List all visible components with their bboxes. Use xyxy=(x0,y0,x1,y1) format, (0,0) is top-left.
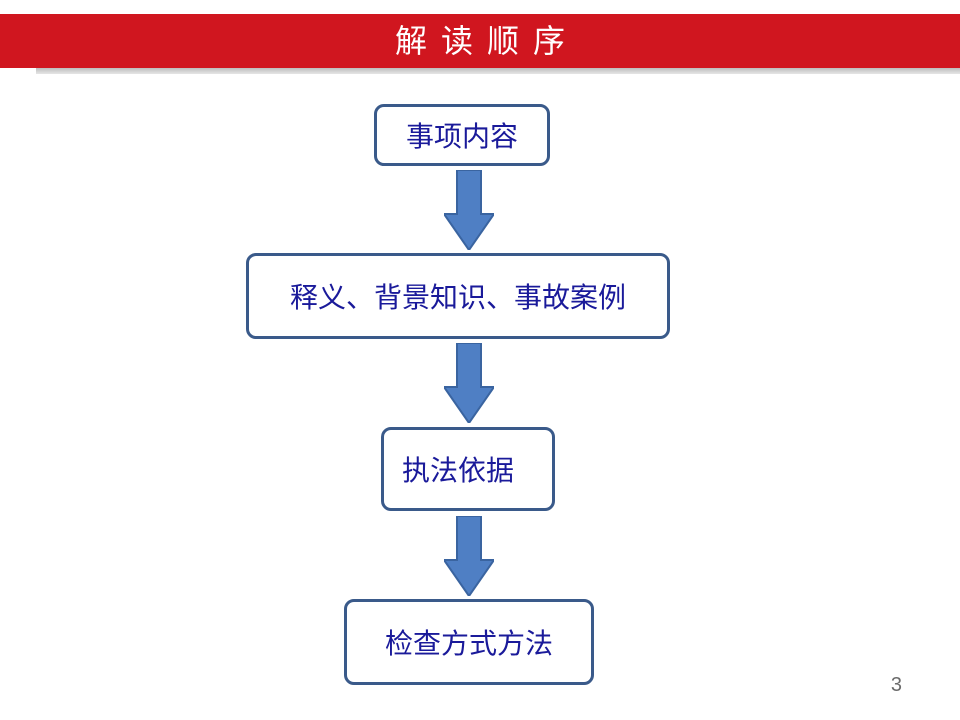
down-arrow-icon xyxy=(444,343,494,423)
down-arrow-icon xyxy=(444,170,494,250)
title-bar xyxy=(0,14,960,68)
flow-step-2: 释义、背景知识、事故案例 xyxy=(246,253,670,339)
flow-step-2-label: 释义、背景知识、事故案例 xyxy=(289,281,626,314)
down-arrow-icon xyxy=(444,516,494,596)
slide-title: 解读顺序 xyxy=(394,22,579,60)
flow-step-1-label: 事项内容 xyxy=(405,120,518,153)
title-bar-shadow xyxy=(36,68,960,74)
page-number: 3 xyxy=(890,674,902,696)
flow-step-4-label: 检查方式方法 xyxy=(384,627,553,660)
flow-step-3-label: 执法依据 xyxy=(401,454,514,487)
flow-step-1: 事项内容 xyxy=(374,104,550,166)
flow-step-3: 执法依据 xyxy=(381,427,555,511)
flow-step-4: 检查方式方法 xyxy=(344,599,594,685)
